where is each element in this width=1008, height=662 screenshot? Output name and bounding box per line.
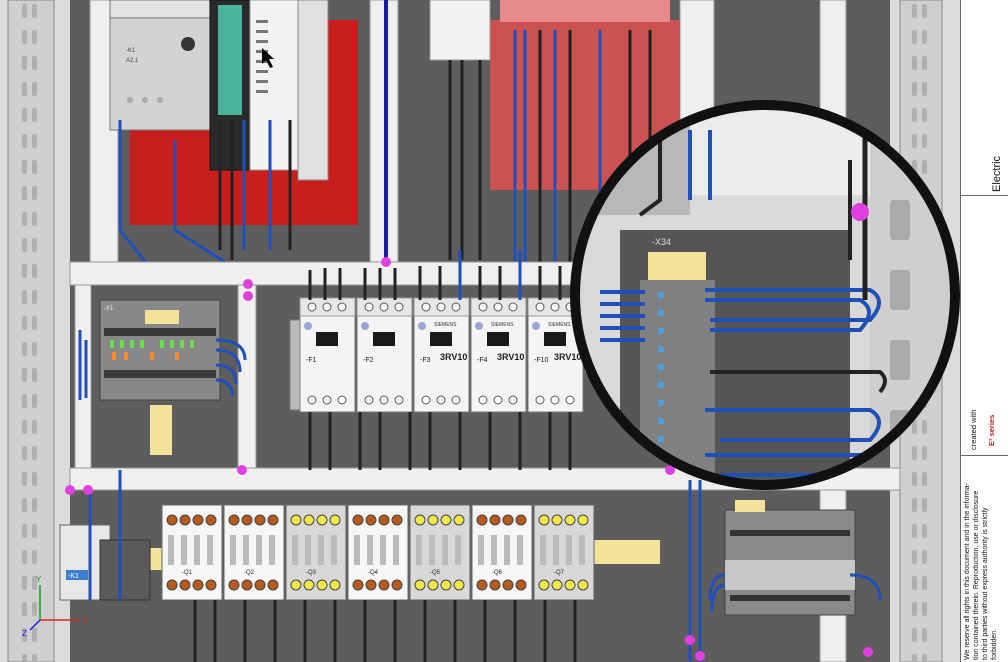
rotary-knob-icon[interactable] [430,332,452,346]
contactor[interactable]: -Q4 [347,504,409,601]
axis-x-label: X [82,616,88,625]
axis-z-label: Z [22,629,27,638]
contactor[interactable]: -Q7 [533,504,595,601]
contactor-tag: -Q4 [368,570,379,576]
breaker[interactable]: -F10 SIEMENS 3RV10 [527,297,584,413]
title-block: Electric created with E³ series We reser… [960,0,1008,662]
breaker-type: 3RV10 [497,352,524,362]
plc-label: -K1 [126,48,136,54]
wires-bottom [88,470,702,662]
breaker-tag: -F2 [363,357,374,364]
wires-lower-right [708,573,882,613]
contactors[interactable]: -Q1 -Q2 -Q3 -Q4 -Q5 -Q6 -Q7 [161,504,595,601]
axis-y-label: Y [36,575,42,584]
module-top-right [429,0,491,61]
breaker-brand: SIEMENS [434,322,457,328]
breaker[interactable]: -F4 SIEMENS 3RV10 [470,297,527,413]
breaker-type: 3RV10 [440,352,467,362]
motor-protection-breakers[interactable]: -F1-F2-F3SIEMENS3RV10-F4SIEMENS3RV10-F10… [289,297,584,413]
breaker-tag: -F3 [420,357,431,364]
contactor[interactable]: -Q2 [223,504,285,601]
breaker-brand: SIEMENS [491,322,514,328]
wires-left-strip [78,330,247,400]
breaker[interactable]: -F2 [356,297,413,413]
wires-breakers [308,250,582,470]
cable-duct-left-mid [74,284,92,469]
relay-label: -K1 [68,573,79,580]
breaker[interactable]: -F1 [299,297,356,413]
axis-triad: X Y Z [22,575,88,638]
terminal-strip-lower-right[interactable] [724,500,856,616]
connection-markers [65,257,873,661]
red-zone-right-top [500,0,670,22]
created-with-text: created with [969,409,978,450]
contactor-tag: -Q1 [182,570,193,576]
breaker-tag: -F1 [306,357,317,364]
product-title: Electric [991,155,1003,192]
mouse-cursor-icon [262,48,274,68]
breaker-tag: -F4 [477,357,488,364]
contactor-tag: -Q3 [306,570,317,576]
terminal-strip-left[interactable]: -X1 [99,299,221,455]
rail-piece-3 [150,548,164,570]
contactor-tag: -Q7 [554,570,565,576]
e3-logo: E³ series [987,414,996,446]
magnifier-lens[interactable]: -X34 [570,100,960,490]
cable-duct-mid-vert [237,284,257,469]
rotary-knob-icon[interactable] [316,332,338,346]
contactor[interactable]: -Q3 [285,504,347,601]
contactor[interactable]: -Q5 [409,504,471,601]
magnifier-strip-label: -X34 [652,237,671,247]
contactor-tag: -Q2 [244,570,255,576]
breaker-brand: SIEMENS [548,322,571,328]
contactor-tag: -Q5 [430,570,441,576]
legal-notice: We reserve all rights in this document a… [964,483,998,660]
terminal-strip-left-label: -X1 [104,306,114,312]
breaker[interactable]: -F3 SIEMENS 3RV10 [413,297,470,413]
cabinet-3d-viewport[interactable]: -K1 A2.1 [0,0,960,662]
contactor-tag: -Q6 [492,570,503,576]
contactor[interactable]: -Q1 [161,504,223,601]
breaker-tag: -F10 [534,357,549,364]
rail-piece-2 [590,540,660,564]
rotary-knob-icon[interactable] [487,332,509,346]
breaker-type: 3RV10 [554,352,581,362]
relay-module[interactable]: -K1 [59,524,151,601]
rotary-knob-icon[interactable] [544,332,566,346]
contactor[interactable]: -Q6 [471,504,533,601]
rotary-knob-icon[interactable] [373,332,395,346]
din-rail-left-perf [20,0,40,662]
cable-duct-vertical-1 [89,0,119,271]
plc-address: A2.1 [126,58,139,64]
